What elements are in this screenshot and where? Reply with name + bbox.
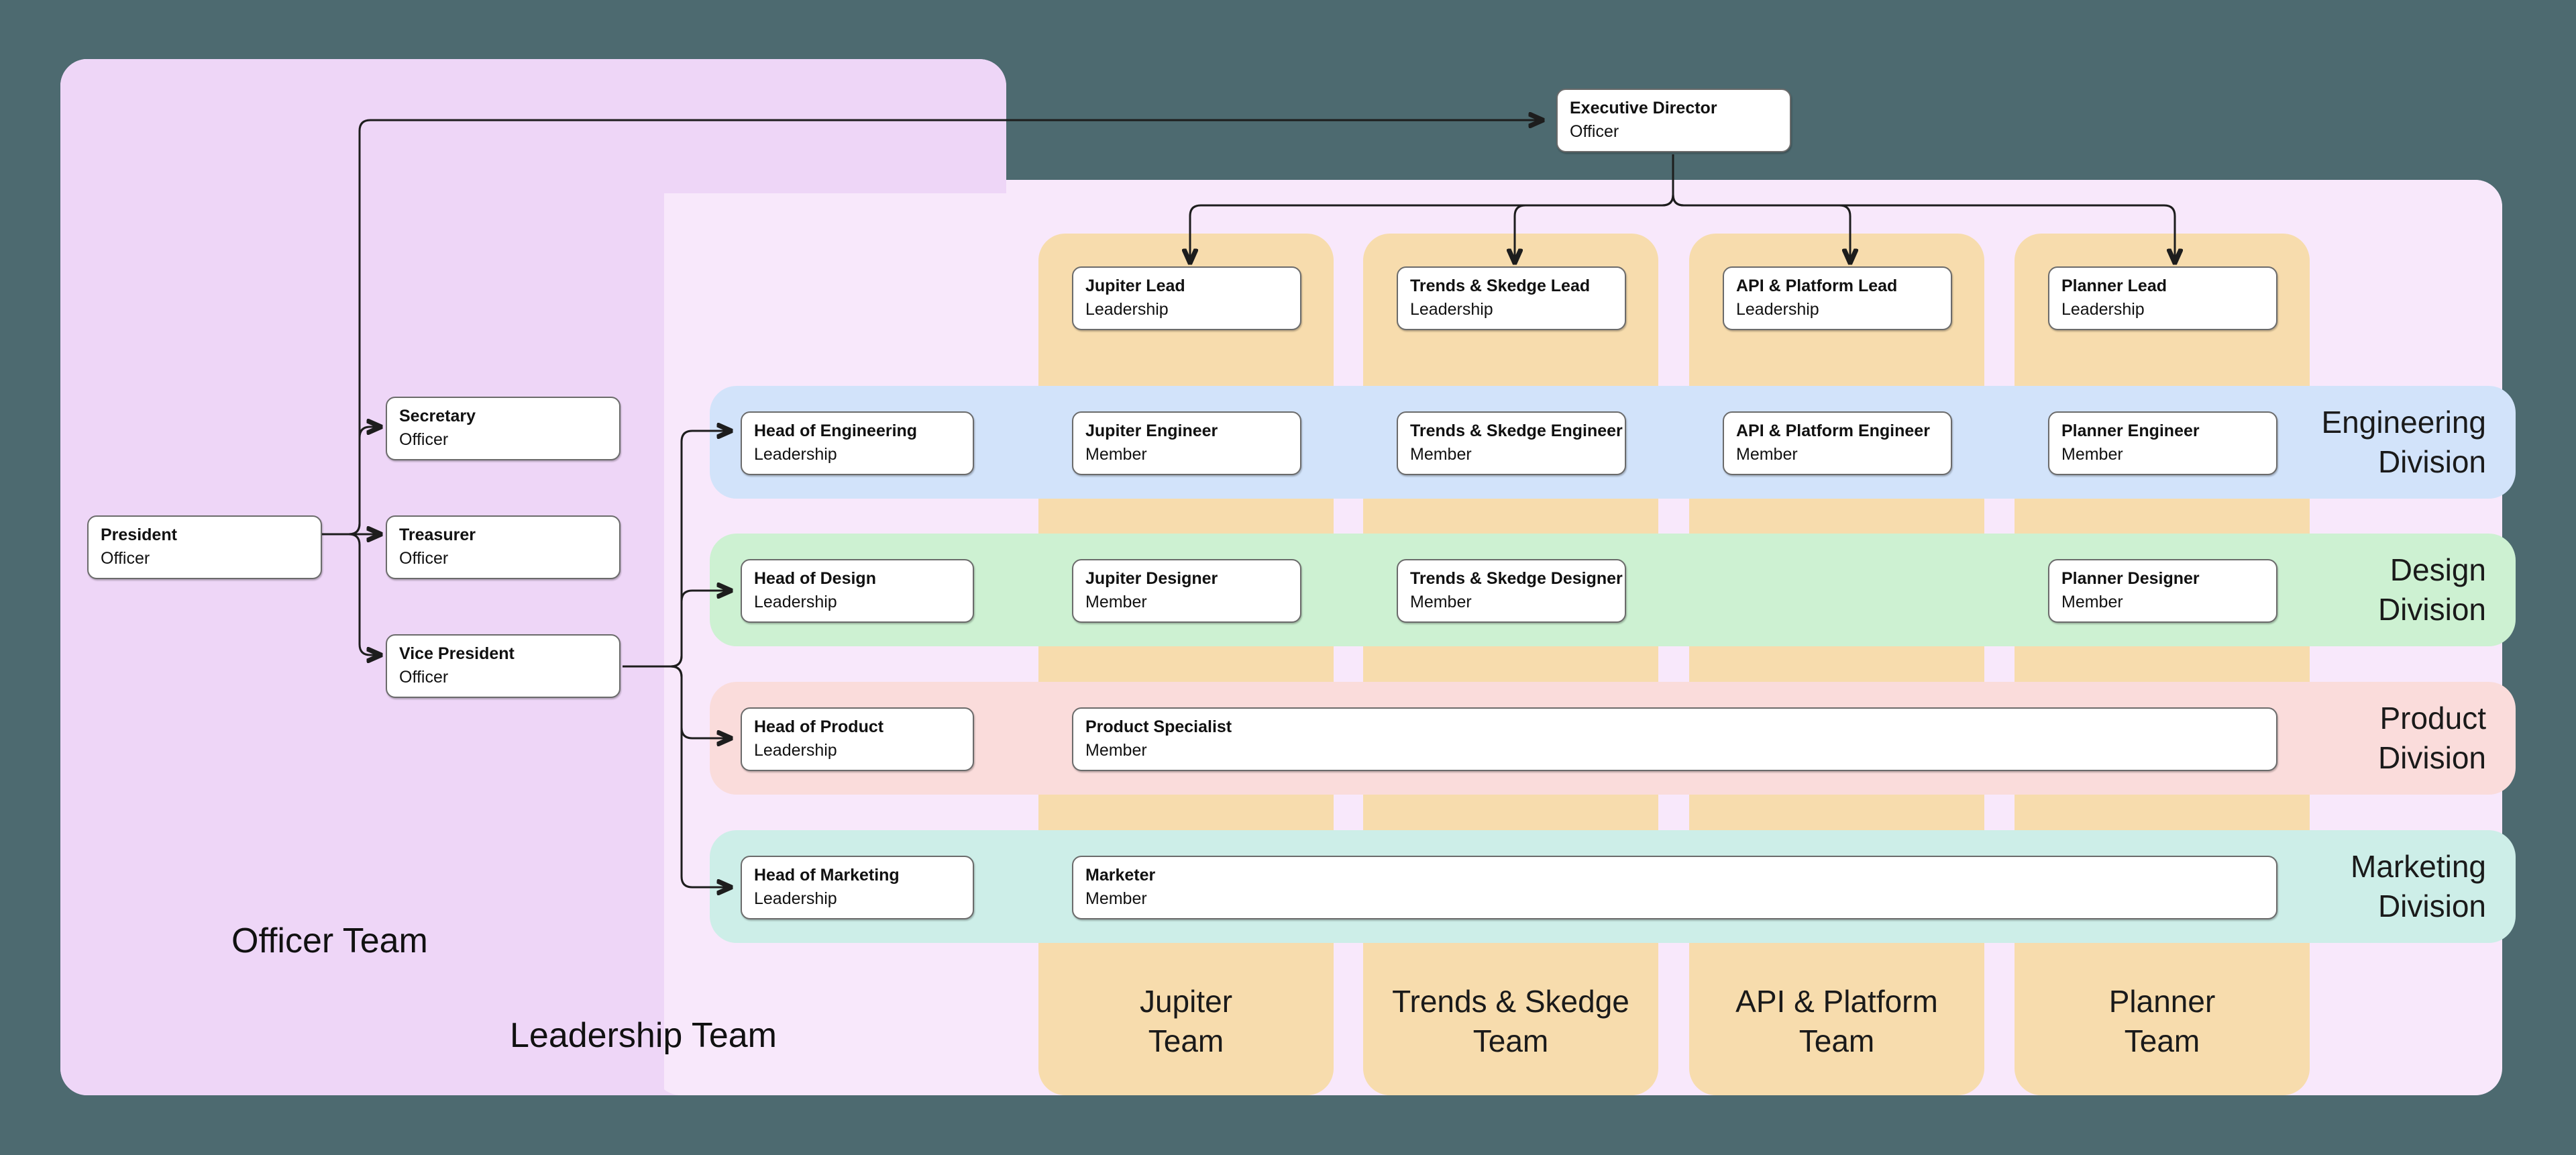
node-role: Member [2061, 445, 2123, 464]
group-caption-leadership-team: Leadership Team [510, 1016, 777, 1055]
node-title: API & Platform Lead [1736, 277, 1898, 295]
team-label-planner: Planner Team [2015, 982, 2310, 1061]
node-treasurer[interactable]: Treasurer Officer [386, 515, 621, 579]
node-api-platform-engineer[interactable]: API & Platform Engineer Member [1723, 411, 1952, 475]
team-column-jupiter: Jupiter Team [1038, 234, 1334, 1095]
division-suffix: Division [2377, 444, 2486, 479]
division-row-marketing: Marketing Division [710, 830, 2516, 943]
node-role: Officer [1570, 122, 1619, 142]
node-role: Member [1410, 593, 1472, 612]
division-name: Marketing [2351, 849, 2486, 885]
node-planner-lead[interactable]: Planner Lead Leadership [2048, 266, 2277, 330]
node-role: Officer [399, 430, 449, 450]
node-api-platform-lead[interactable]: API & Platform Lead Leadership [1723, 266, 1952, 330]
team-name: Trends & Skedge [1392, 984, 1629, 1019]
team-name: Jupiter [1139, 984, 1233, 1019]
division-label-marketing: Marketing Division [2351, 847, 2486, 926]
division-suffix: Division [2377, 592, 2486, 627]
team-label-jupiter: Jupiter Team [1038, 982, 1334, 1061]
team-column-trends-skedge: Trends & Skedge Team [1363, 234, 1658, 1095]
node-title: Head of Design [754, 569, 876, 588]
node-role: Leadership [754, 741, 837, 760]
node-secretary[interactable]: Secretary Officer [386, 397, 621, 460]
node-role: Member [2061, 593, 2123, 612]
team-label-api-platform: API & Platform Team [1689, 982, 1984, 1061]
node-title: Jupiter Engineer [1085, 421, 1218, 440]
division-name: Engineering [2321, 405, 2486, 440]
node-title: Jupiter Lead [1085, 277, 1185, 295]
node-title: Vice President [399, 644, 515, 663]
node-role: Member [1736, 445, 1798, 464]
team-column-planner: Planner Team [2015, 234, 2310, 1095]
team-suffix: Team [1799, 1023, 1875, 1058]
node-title: Trends & Skedge Designer [1410, 569, 1623, 588]
team-column-api-platform: API & Platform Team [1689, 234, 1984, 1095]
division-label-design: Design Division [2378, 550, 2486, 630]
node-title: Planner Engineer [2061, 421, 2200, 440]
group-officer-team-cap [60, 59, 1006, 193]
node-vice-president[interactable]: Vice President Officer [386, 634, 621, 698]
division-suffix: Division [2377, 740, 2486, 775]
node-role: Member [1085, 741, 1147, 760]
node-head-of-design[interactable]: Head of Design Leadership [741, 559, 974, 623]
node-title: Planner Designer [2061, 569, 2200, 588]
team-suffix: Team [1148, 1023, 1224, 1058]
node-title: Treasurer [399, 525, 476, 544]
node-title: Jupiter Designer [1085, 569, 1218, 588]
node-title: Head of Product [754, 717, 884, 736]
node-role: Leadership [1736, 300, 1819, 319]
node-trends-skedge-engineer[interactable]: Trends & Skedge Engineer Member [1397, 411, 1626, 475]
node-title: Planner Lead [2061, 277, 2167, 295]
team-name: Planner [2108, 984, 2216, 1019]
node-title: Trends & Skedge Engineer [1410, 421, 1623, 440]
node-planner-designer[interactable]: Planner Designer Member [2048, 559, 2277, 623]
node-head-of-marketing[interactable]: Head of Marketing Leadership [741, 856, 974, 919]
division-label-product: Product Division [2378, 699, 2486, 778]
node-trends-skedge-designer[interactable]: Trends & Skedge Designer Member [1397, 559, 1626, 623]
node-marketer[interactable]: Marketer Member [1072, 856, 2277, 919]
team-suffix: Team [1472, 1023, 1549, 1058]
node-product-specialist[interactable]: Product Specialist Member [1072, 707, 2277, 771]
node-role: Leadership [1085, 300, 1169, 319]
node-role: Member [1085, 593, 1147, 612]
node-title: Head of Marketing [754, 866, 900, 885]
group-caption-officer-team: Officer Team [231, 921, 428, 960]
node-jupiter-engineer[interactable]: Jupiter Engineer Member [1072, 411, 1301, 475]
node-title: Executive Director [1570, 99, 1717, 117]
node-role: Officer [399, 549, 449, 568]
node-trends-skedge-lead[interactable]: Trends & Skedge Lead Leadership [1397, 266, 1626, 330]
node-role: Member [1085, 445, 1147, 464]
node-role: Member [1085, 889, 1147, 909]
node-role: Leadership [2061, 300, 2145, 319]
division-name: Product [2379, 701, 2486, 736]
node-president[interactable]: President Officer [87, 515, 322, 579]
node-jupiter-lead[interactable]: Jupiter Lead Leadership [1072, 266, 1301, 330]
node-jupiter-designer[interactable]: Jupiter Designer Member [1072, 559, 1301, 623]
node-title: Head of Engineering [754, 421, 918, 440]
node-head-of-product[interactable]: Head of Product Leadership [741, 707, 974, 771]
node-title: API & Platform Engineer [1736, 421, 1930, 440]
division-suffix: Division [2377, 889, 2486, 923]
node-role: Leadership [754, 445, 837, 464]
node-title: Secretary [399, 407, 476, 425]
node-executive-director[interactable]: Executive Director Officer [1556, 89, 1791, 152]
node-role: Leadership [754, 889, 837, 909]
node-role: Officer [399, 668, 449, 687]
node-title: President [101, 525, 177, 544]
team-suffix: Team [2124, 1023, 2200, 1058]
node-planner-engineer[interactable]: Planner Engineer Member [2048, 411, 2277, 475]
node-title: Trends & Skedge Lead [1410, 277, 1591, 295]
node-title: Marketer [1085, 866, 1156, 885]
node-title: Product Specialist [1085, 717, 1232, 736]
node-role: Leadership [754, 593, 837, 612]
node-role: Officer [101, 549, 150, 568]
node-head-of-engineering[interactable]: Head of Engineering Leadership [741, 411, 974, 475]
division-label-engineering: Engineering Division [2321, 403, 2486, 482]
node-role: Member [1410, 445, 1472, 464]
node-role: Leadership [1410, 300, 1493, 319]
team-name: API & Platform [1735, 984, 1938, 1019]
division-name: Design [2390, 552, 2486, 588]
team-label-trends-skedge: Trends & Skedge Team [1363, 982, 1658, 1061]
